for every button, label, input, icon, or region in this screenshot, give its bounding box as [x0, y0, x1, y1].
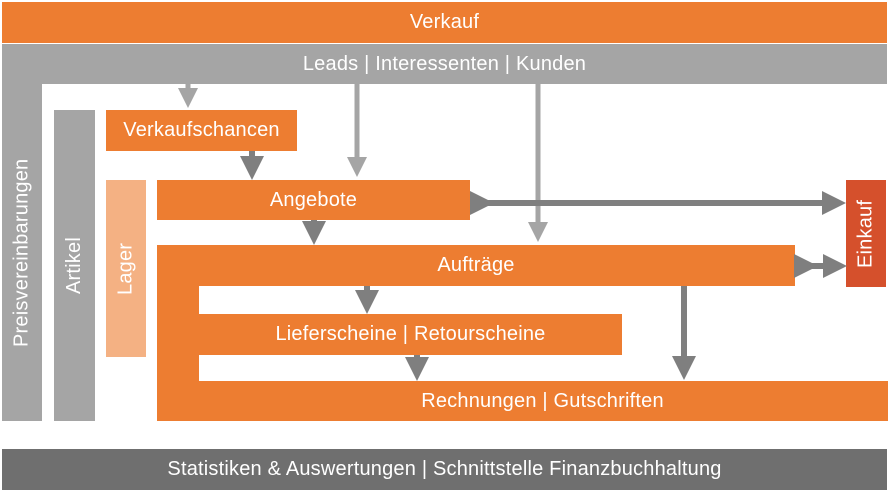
verkaufschancen-box: Verkaufschancen	[106, 110, 297, 151]
leads-bar: Leads | Interessenten | Kunden	[2, 44, 887, 84]
verkauf-bar: Verkauf	[2, 2, 887, 43]
verkauf-label: Verkauf	[409, 11, 480, 33]
auftraege-box: Aufträge	[157, 245, 795, 286]
footer-label: Statistiken & Auswertungen | Schnittstel…	[167, 458, 722, 480]
footer-bar: Statistiken & Auswertungen | Schnittstel…	[2, 449, 887, 490]
verkaufschancen-label: Verkaufschancen	[123, 119, 280, 141]
leads-label: Leads | Interessenten | Kunden	[302, 52, 587, 75]
auftraege-label: Aufträge	[437, 254, 515, 276]
angebote-label: Angebote	[269, 188, 358, 211]
angebote-box: Angebote	[157, 180, 470, 220]
lieferscheine-label: Lieferscheine | Retourscheine	[275, 323, 546, 345]
lieferscheine-box: Lieferscheine | Retourscheine	[199, 314, 622, 355]
rechnungen-box: Rechnungen | Gutschriften	[157, 381, 888, 421]
rechnungen-label: Rechnungen | Gutschriften	[421, 389, 664, 412]
auftraege-frame-left	[157, 285, 199, 382]
